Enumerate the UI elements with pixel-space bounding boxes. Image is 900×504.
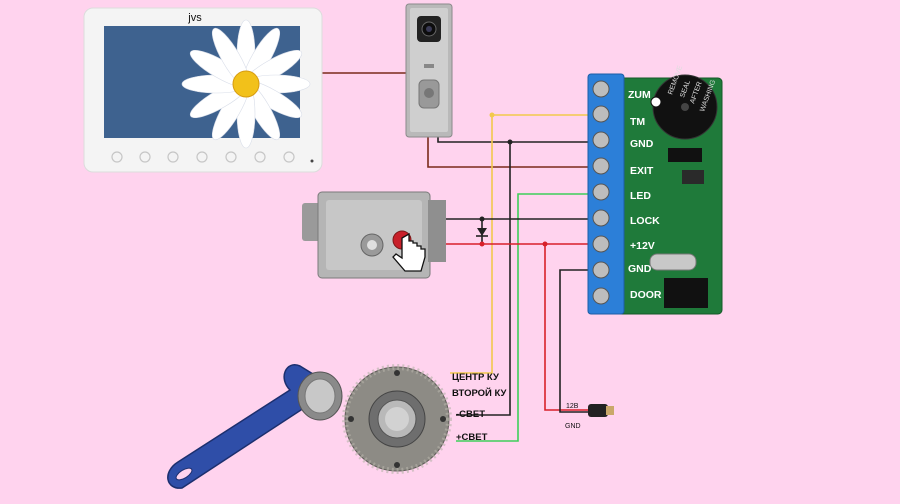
electric-lock — [302, 191, 446, 279]
wire-panel-gnd-black — [437, 137, 594, 143]
video-monitor: jvs — [83, 7, 323, 173]
wire-led-green — [456, 193, 594, 442]
controller-board: REMOVE SEAL AFTER WASHING ZUM TM GND EXI… — [587, 64, 723, 315]
terminal-label-12v: +12V — [630, 240, 655, 252]
reader-label-center: ЦЕНТР КУ — [452, 372, 499, 383]
terminal-label-tm: TM — [630, 116, 645, 128]
terminal-label-zum: ZUM — [628, 89, 651, 101]
wire-panel-exit-brown — [427, 137, 594, 168]
terminal-label-gnd2: GND — [628, 263, 652, 275]
daisy-image — [181, 19, 311, 149]
wire-gnd-power — [559, 269, 594, 413]
power-gnd-label: GND — [565, 423, 581, 430]
monitor-brand: jvs — [187, 12, 202, 24]
terminal-label-door: DOOR — [630, 289, 662, 301]
hand-pointer-icon — [392, 232, 426, 272]
key-reader — [342, 364, 452, 474]
reader-label-minus-led: -СВЕТ — [456, 409, 485, 420]
diode-symbol — [477, 228, 487, 236]
wire-gnd-black — [456, 142, 511, 416]
terminal-label-gnd1: GND — [630, 138, 654, 150]
power-plus-label: 12В — [566, 403, 579, 410]
terminal-screws — [592, 80, 610, 305]
call-panel — [405, 3, 453, 138]
terminal-label-led: LED — [630, 190, 651, 202]
touch-memory-key — [167, 364, 343, 489]
reader-label-second: ВТОРОЙ КУ — [452, 387, 507, 399]
terminal-label-lock: LOCK — [630, 215, 660, 227]
terminal-label-exit: EXIT — [630, 165, 654, 177]
reader-label-plus-led: +СВЕТ — [456, 432, 488, 443]
wire-12v-red — [544, 244, 592, 411]
wires — [320, 72, 594, 442]
power-connector: 12В GND — [565, 403, 614, 430]
